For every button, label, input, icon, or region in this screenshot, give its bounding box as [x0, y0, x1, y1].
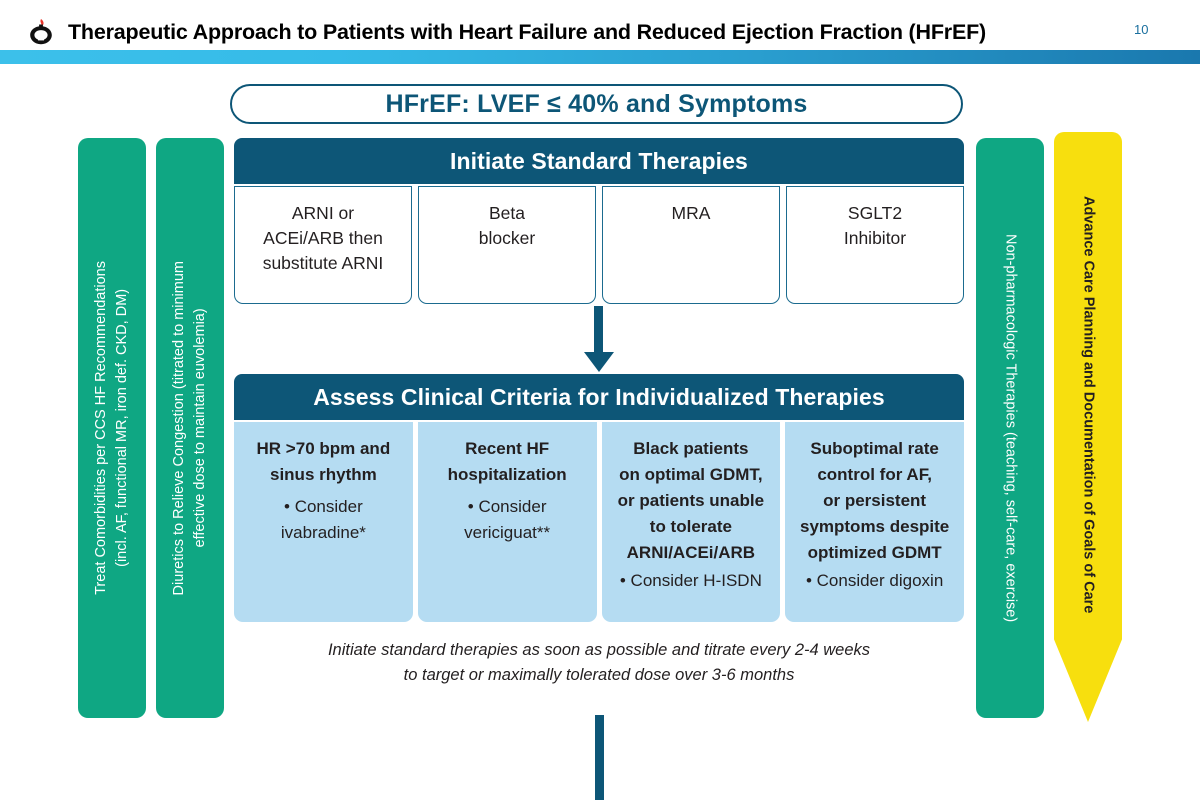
criteria-card-black-patients: Black patients on optimal GDMT, or patie…	[601, 422, 781, 622]
sidebar-treat-comorbidities: Treat Comorbidities per CCS HF Recommend…	[78, 138, 146, 718]
section-header-assess-clinical-criteria: Assess Clinical Criteria for Individuali…	[234, 374, 964, 420]
criteria-card-heart-rate-bullets: • Consider ivabradine*	[280, 497, 366, 542]
criteria-card-heart-rate: HR >70 bpm and sinus rhythm • Consider i…	[234, 422, 413, 622]
individualized-therapies-row: HR >70 bpm and sinus rhythm • Consider i…	[234, 422, 964, 622]
sidebar-advance-care-planning: Advance Care Planning and Documentation …	[1054, 132, 1122, 722]
criteria-card-suboptimal-rate-control: Suboptimal rate control for AF, or persi…	[785, 422, 964, 622]
flow-connector-arrow	[234, 304, 964, 374]
page-title: Therapeutic Approach to Patients with He…	[68, 20, 986, 44]
titration-footnote: Initiate standard therapies as soon as p…	[327, 641, 871, 684]
therapy-card-mra: MRA	[602, 186, 780, 304]
therapy-card-mra-label: MRA	[671, 203, 711, 223]
criteria-card-recent-hospitalization-title: Recent HF hospitalization	[447, 439, 567, 484]
therapy-card-sglt2-inhibitor: SGLT2 Inhibitor	[786, 186, 964, 304]
criteria-card-heart-rate-title: HR >70 bpm and sinus rhythm	[256, 439, 391, 484]
sidebar-non-pharmacologic-therapies-label: Non-pharmacologic Therapies (teaching, s…	[1002, 233, 1019, 623]
therapy-card-sglt2-inhibitor-label: SGLT2 Inhibitor	[843, 203, 907, 248]
criteria-card-recent-hospitalization-bullets: • Consider vericiguat**	[464, 497, 551, 542]
therapy-card-beta-blocker: Beta blocker	[418, 186, 596, 304]
sidebar-diuretics-label: Diuretics to Relieve Congestion (titrate…	[171, 260, 208, 596]
sidebar-advance-care-planning-label: Advance Care Planning and Documentation …	[1080, 196, 1097, 614]
hfref-definition-label: HFrEF: LVEF ≤ 40% and Symptoms	[385, 89, 808, 118]
hfref-definition-banner: HFrEF: LVEF ≤ 40% and Symptoms	[230, 84, 963, 124]
criteria-card-black-patients-title: Black patients on optimal GDMT, or patie…	[617, 439, 765, 562]
sidebar-diuretics: Diuretics to Relieve Congestion (titrate…	[156, 138, 224, 718]
sidebar-non-pharmacologic-therapies: Non-pharmacologic Therapies (teaching, s…	[976, 138, 1044, 718]
criteria-card-black-patients-bullets: • Consider H-ISDN	[619, 571, 762, 590]
standard-therapies-row: ARNI or ACEi/ARB then substitute ARNI Be…	[234, 186, 964, 304]
therapy-card-arni: ARNI or ACEi/ARB then substitute ARNI	[234, 186, 412, 304]
ccs-flame-heart-logo-icon	[26, 18, 56, 48]
section-header-initiate-standard-therapies: Initiate Standard Therapies	[234, 138, 964, 184]
criteria-card-recent-hospitalization: Recent HF hospitalization • Consider ver…	[417, 422, 597, 622]
arrow-down-icon-head	[584, 352, 614, 372]
flow-bottom-stem	[595, 715, 604, 800]
page-number: 10	[1134, 22, 1149, 37]
therapy-flow-column: Initiate Standard Therapies ARNI or ACEi…	[234, 138, 964, 688]
therapy-card-arni-label: ARNI or ACEi/ARB then substitute ARNI	[262, 203, 384, 273]
header-gradient-rule	[0, 50, 1200, 64]
sidebar-treat-comorbidities-label: Treat Comorbidities per CCS HF Recommend…	[93, 261, 130, 595]
criteria-card-suboptimal-rate-control-title: Suboptimal rate control for AF, or persi…	[799, 439, 950, 562]
arrow-down-icon-shaft	[594, 306, 603, 356]
therapy-card-beta-blocker-label: Beta blocker	[478, 203, 536, 248]
slide-header: Therapeutic Approach to Patients with He…	[0, 0, 1200, 64]
criteria-card-suboptimal-rate-control-bullets: • Consider digoxin	[805, 571, 944, 590]
